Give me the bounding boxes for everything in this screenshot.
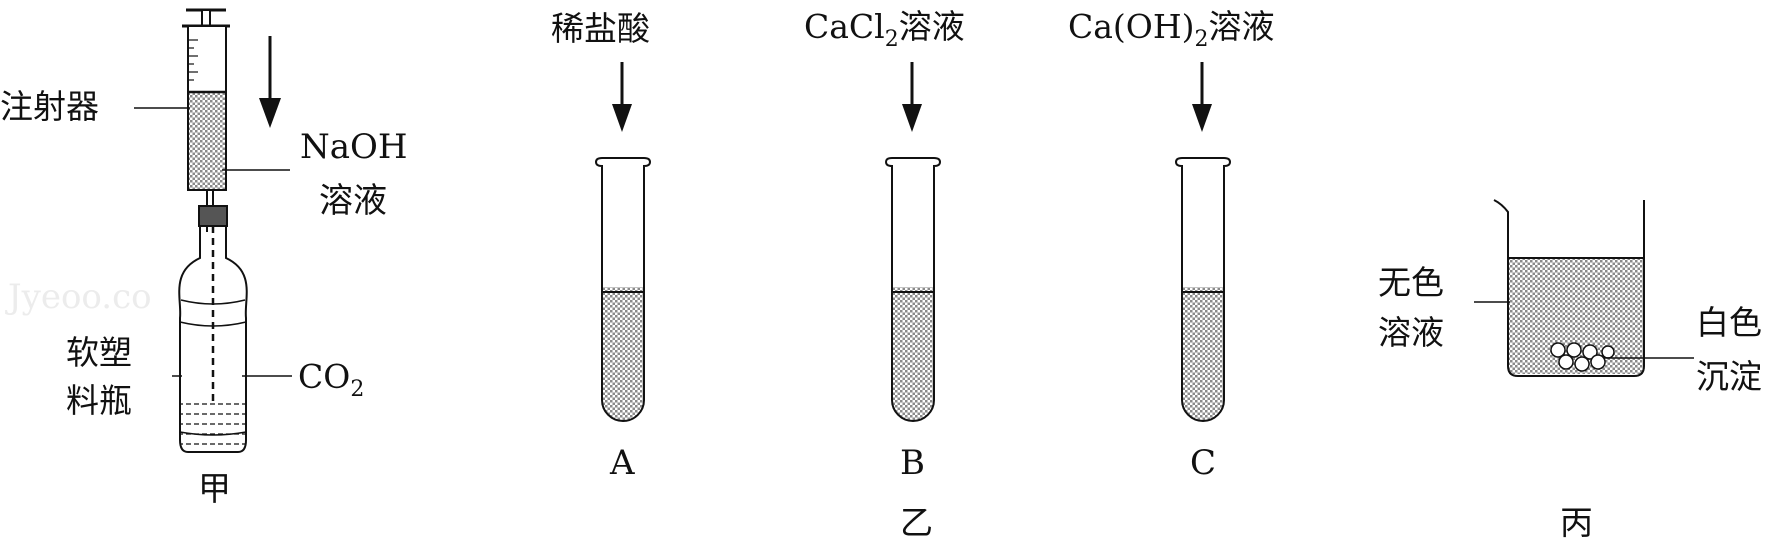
figure-yi: 稀盐酸 A CaCl2溶液 B Ca(OH)2溶液: [551, 7, 1275, 542]
bottle-label-line2: 料瓶: [66, 381, 132, 420]
solution-label-line2: 溶液: [1378, 313, 1444, 352]
tube-letter-b: B: [900, 443, 925, 483]
reagent-label-b-sub: 2: [885, 27, 899, 52]
test-tube-c: Ca(OH)2溶液 C: [1068, 7, 1275, 483]
reagent-label-c-main: Ca(OH): [1068, 7, 1195, 46]
syringe: [182, 8, 230, 232]
reagent-label-c-tail: 溶液: [1209, 7, 1275, 46]
figure-bing: 无色 溶液 白色 沉淀 丙: [1378, 199, 1762, 542]
naoh-label-line2: 溶液: [319, 181, 387, 221]
soft-plastic-bottle: [178, 226, 248, 453]
rubber-stopper: [198, 205, 228, 227]
test-tube-a: 稀盐酸 A: [551, 9, 652, 483]
tube-letter-c: C: [1190, 443, 1216, 483]
push-down-arrow: [259, 36, 281, 128]
arrow-c: [1192, 62, 1212, 132]
precipitate-label-line1: 白色: [1696, 303, 1762, 342]
caption-jia: 甲: [198, 469, 231, 508]
syringe-label: 注射器: [0, 87, 99, 126]
naoh-label-line1: NaOH: [300, 127, 408, 167]
co2-label-subscript: 2: [350, 377, 364, 402]
figure-jia: 注射器 NaOH 溶液 软塑 料瓶 CO2 甲: [0, 8, 408, 508]
reagent-label-b: CaCl2溶液: [804, 7, 965, 52]
reagent-label-b-main: CaCl: [804, 7, 885, 46]
arrow-b: [902, 62, 922, 132]
solution-label-line1: 无色: [1378, 263, 1444, 302]
reagent-label-a: 稀盐酸: [551, 9, 650, 48]
precipitate-label-line2: 沉淀: [1696, 357, 1762, 396]
reagent-label-c-sub: 2: [1195, 27, 1209, 52]
arrow-a: [612, 62, 632, 132]
reagent-label-b-tail: 溶液: [899, 7, 965, 46]
caption-yi: 乙: [900, 503, 933, 542]
caption-bing: 丙: [1560, 503, 1593, 542]
co2-label: CO2: [298, 357, 364, 402]
white-precipitate: [1550, 342, 1615, 372]
test-tube-b: CaCl2溶液 B: [804, 7, 965, 483]
bottle-label-line1: 软塑: [66, 333, 132, 372]
tube-letter-a: A: [609, 443, 635, 483]
reagent-label-c: Ca(OH)2溶液: [1068, 7, 1275, 52]
watermark: Jyeoo.co: [5, 277, 152, 317]
co2-label-main: CO: [298, 357, 350, 396]
